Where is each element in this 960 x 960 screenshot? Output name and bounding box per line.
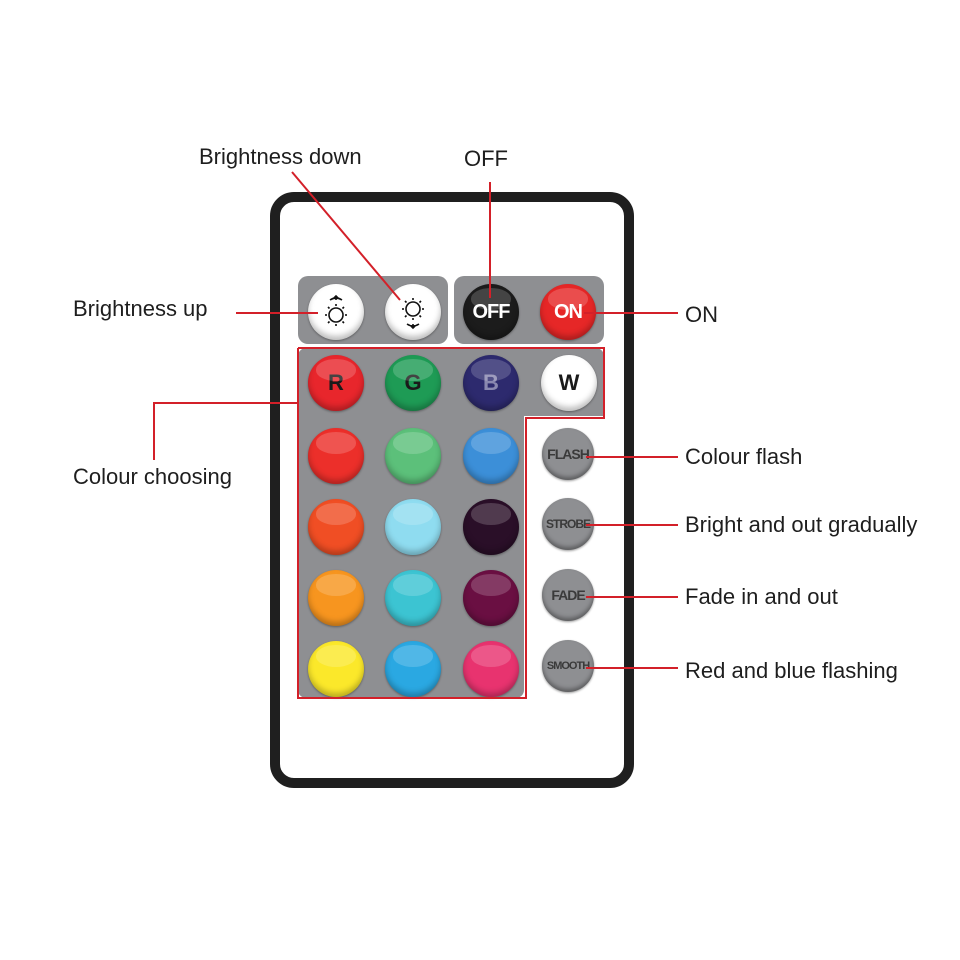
brightness-up-button[interactable]	[308, 284, 364, 340]
colour-button[interactable]	[308, 428, 364, 484]
b-button[interactable]: B	[463, 355, 519, 411]
colour-button[interactable]	[463, 641, 519, 697]
g-button[interactable]: G	[385, 355, 441, 411]
colour-button[interactable]	[308, 570, 364, 626]
b-button-label: B	[483, 370, 499, 395]
label-brightness-down: Brightness down	[199, 144, 362, 169]
label-colour-choosing: Colour choosing	[73, 464, 232, 489]
label-bright-out: Bright and out gradually	[685, 512, 918, 537]
r-button-label: R	[328, 370, 344, 395]
colour-button[interactable]	[385, 499, 441, 555]
off-button[interactable]: OFF	[463, 284, 519, 340]
r-button[interactable]: R	[308, 355, 364, 411]
colour-button[interactable]	[463, 428, 519, 484]
strobe-button[interactable]: STROBE	[542, 498, 594, 550]
label-red-blue: Red and blue flashing	[685, 658, 898, 683]
g-button-label: G	[404, 370, 422, 395]
brightness-down-button[interactable]	[385, 284, 441, 340]
label-fade: Fade in and out	[685, 584, 838, 609]
off-button-label: OFF	[472, 300, 511, 323]
fade-button-label: FADE	[551, 587, 585, 603]
label-brightness-up: Brightness up	[73, 296, 208, 321]
smooth-button[interactable]: SMOOTH	[542, 640, 594, 692]
on-button-label: ON	[554, 300, 583, 323]
colour-button[interactable]	[385, 428, 441, 484]
label-on: ON	[685, 302, 718, 327]
label-colour-flash: Colour flash	[685, 444, 803, 469]
flash-button[interactable]: FLASH	[542, 428, 594, 480]
colour-button[interactable]	[463, 570, 519, 626]
sun-arrow-up-icon	[325, 294, 347, 326]
colour-button[interactable]	[463, 499, 519, 555]
fade-button[interactable]: FADE	[542, 569, 594, 621]
colour-button[interactable]	[385, 570, 441, 626]
colour-button[interactable]	[308, 641, 364, 697]
w-button-label: W	[558, 370, 580, 395]
colour-button[interactable]	[385, 641, 441, 697]
strobe-button-label: STROBE	[545, 517, 591, 531]
label-off: OFF	[464, 146, 508, 171]
colour-button[interactable]	[308, 499, 364, 555]
on-button[interactable]: ON	[540, 284, 596, 340]
flash-button-label: FLASH	[547, 446, 590, 462]
sun-arrow-down-icon	[402, 298, 424, 330]
w-button[interactable]: W	[541, 355, 597, 411]
smooth-button-label: SMOOTH	[546, 660, 590, 672]
